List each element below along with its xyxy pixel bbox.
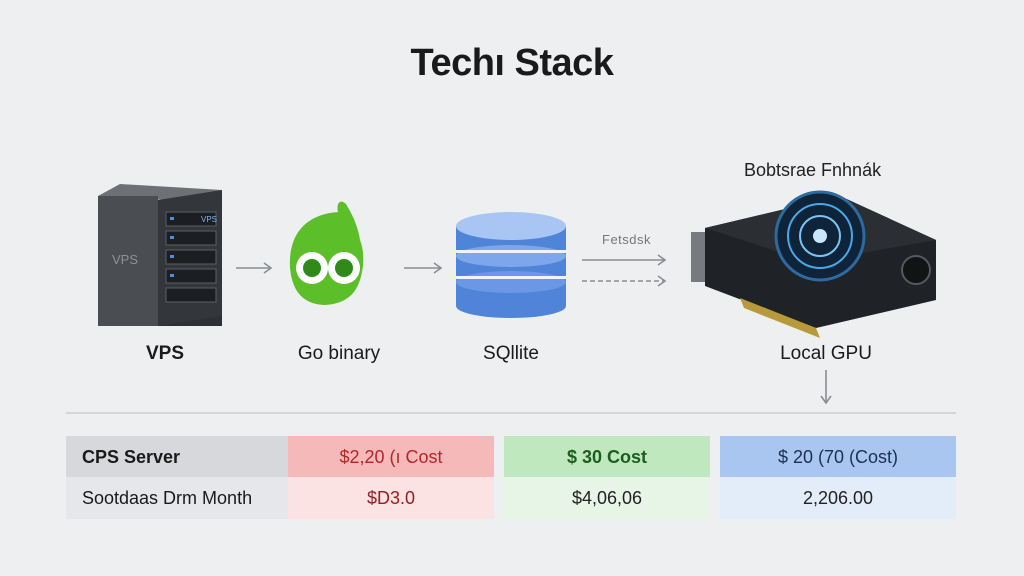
gpu-caption: Bobtsrae Fnhnák	[744, 160, 882, 180]
cost-table-row: Sootdaas Drm Month $D3.0 $4,06,06 2,206.…	[66, 477, 956, 519]
table-cell: 2,206.00	[720, 477, 956, 519]
table-cell: $ 30 Cost	[504, 436, 710, 478]
table-cell: $4,06,06	[504, 477, 710, 519]
node-label-gpu: Local GPU	[780, 343, 872, 364]
cost-table-header-row: CPS Server $2,20 (ı Cost $ 30 Cost $ 20 …	[66, 436, 956, 478]
table-cell: $ 20 (70 (Cost)	[720, 436, 956, 478]
gpu-icon	[691, 190, 936, 338]
database-icon	[456, 212, 566, 318]
flow-arrows	[236, 254, 832, 405]
server-badge-text: VPS	[201, 215, 217, 224]
table-cell: $D3.0	[288, 477, 494, 519]
node-label-go: Go binary	[297, 343, 381, 364]
arrow-label: Fetsdsk	[602, 232, 652, 247]
node-label-vps: VPS	[145, 343, 185, 364]
server-icon	[98, 184, 222, 326]
diagram-title: Techı Stack	[410, 42, 614, 84]
table-cell: Sootdaas Drm Month	[66, 477, 288, 519]
table-cell: CPS Server	[66, 436, 288, 478]
node-label-sqlite: SQllite	[483, 343, 539, 364]
table-cell: $2,20 (ı Cost	[288, 436, 494, 478]
server-icon-text: VPS	[112, 252, 138, 267]
section-divider	[66, 412, 956, 414]
gopher-icon	[289, 201, 364, 305]
